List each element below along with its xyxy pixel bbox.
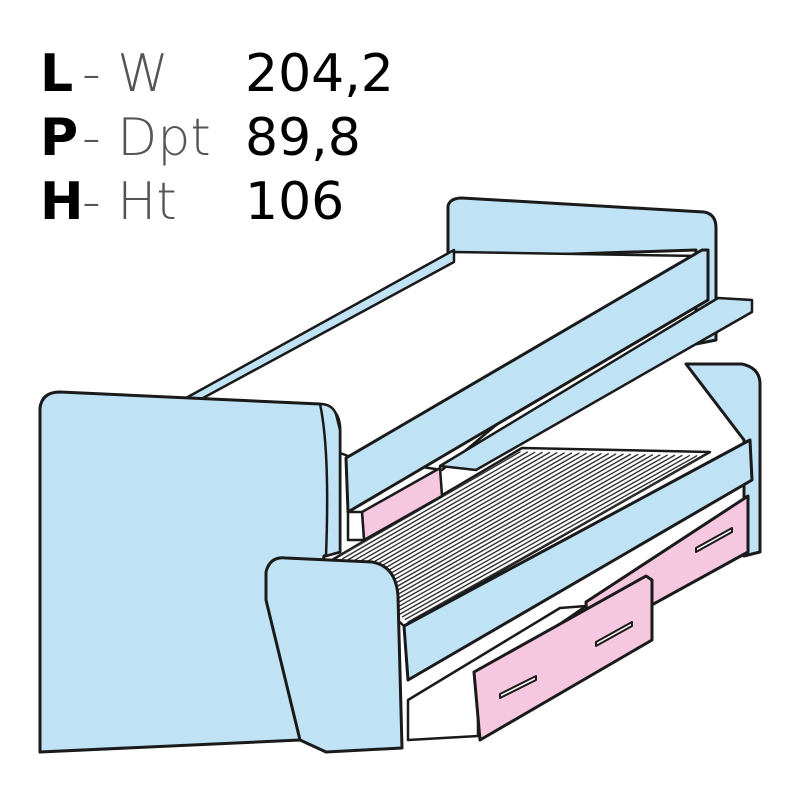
dimension-code: H xyxy=(40,172,84,232)
slat-line xyxy=(361,452,580,578)
front-side-panel xyxy=(264,556,404,754)
right-drawer-handle xyxy=(695,527,733,553)
upper-bed-front-rail xyxy=(344,248,710,514)
left-drawer-handle xyxy=(595,621,633,647)
dimension-code: P xyxy=(40,108,79,168)
dimension-label: - Ht xyxy=(82,172,177,232)
back-headboard-panel xyxy=(446,196,718,346)
slat-line xyxy=(363,452,587,581)
left-drawer-handle xyxy=(499,675,537,699)
slat-lines xyxy=(339,451,705,623)
slat-line xyxy=(393,454,668,610)
slat-line xyxy=(366,452,595,584)
slat-line xyxy=(407,455,705,623)
slat-line xyxy=(369,453,602,586)
slat-line xyxy=(371,453,610,589)
slat-line xyxy=(382,453,639,599)
slat-line xyxy=(380,453,632,597)
slat-line xyxy=(399,454,683,615)
slat-line xyxy=(374,453,617,592)
dimension-label: - Dpt xyxy=(82,108,211,168)
slat-line xyxy=(377,453,624,594)
shelf-board xyxy=(438,296,754,472)
slat-line xyxy=(404,455,698,621)
slat-line xyxy=(350,451,551,568)
left-drawer xyxy=(472,574,654,742)
trundle-bed-front xyxy=(402,438,754,682)
white-step xyxy=(346,510,366,542)
slat-line xyxy=(390,454,661,607)
slat-line xyxy=(352,452,558,570)
slat-line xyxy=(388,454,654,605)
dimension-value: 204,2 xyxy=(245,44,394,104)
slat-line xyxy=(344,451,536,562)
back-lower-panel xyxy=(684,362,762,558)
slat-line xyxy=(342,451,529,560)
slat-line xyxy=(355,452,565,573)
dimension-value: 89,8 xyxy=(245,108,361,168)
slat-line xyxy=(401,454,690,618)
slat-line xyxy=(385,454,646,602)
slat-line xyxy=(396,454,676,613)
slat-line xyxy=(358,452,573,576)
dimension-value: 106 xyxy=(245,172,345,232)
slat-line xyxy=(347,451,543,565)
dimension-code: L xyxy=(40,44,74,104)
front-footboard-edge xyxy=(318,402,342,558)
dimension-label: - W xyxy=(82,44,169,104)
